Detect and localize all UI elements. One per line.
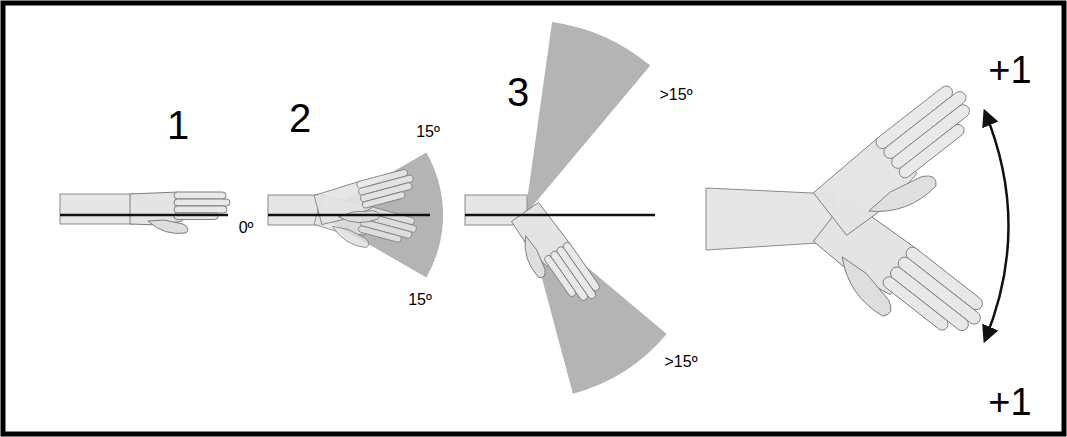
angle-wedge-up	[525, 22, 650, 215]
hand	[130, 192, 230, 234]
score-label: +1	[988, 383, 1031, 421]
score-label: +1	[988, 51, 1031, 89]
hand	[503, 201, 603, 317]
panel-small-deviation	[268, 153, 443, 278]
frame-border	[3, 3, 1064, 434]
panel-large-deviation	[465, 22, 667, 394]
hand-up	[314, 168, 421, 234]
hand-up	[811, 79, 999, 249]
angle-label: 15º	[408, 292, 432, 308]
reference-line	[268, 214, 430, 217]
panel-number: 1	[167, 105, 189, 145]
angle-label: >15º	[665, 354, 698, 370]
panel-neutral	[60, 192, 230, 234]
panel-number: 2	[289, 98, 311, 138]
angle-label: >15º	[660, 87, 693, 103]
reference-line	[60, 214, 228, 217]
forearm	[268, 195, 322, 225]
angle-label: 15º	[416, 124, 440, 140]
hand-down	[803, 196, 991, 366]
reference-line	[465, 214, 655, 217]
range-arrow	[985, 112, 1009, 340]
angle-label: 0º	[239, 220, 254, 236]
panel-range-scoring	[706, 79, 1009, 366]
forearm	[60, 194, 134, 224]
panel-number: 3	[507, 72, 529, 112]
